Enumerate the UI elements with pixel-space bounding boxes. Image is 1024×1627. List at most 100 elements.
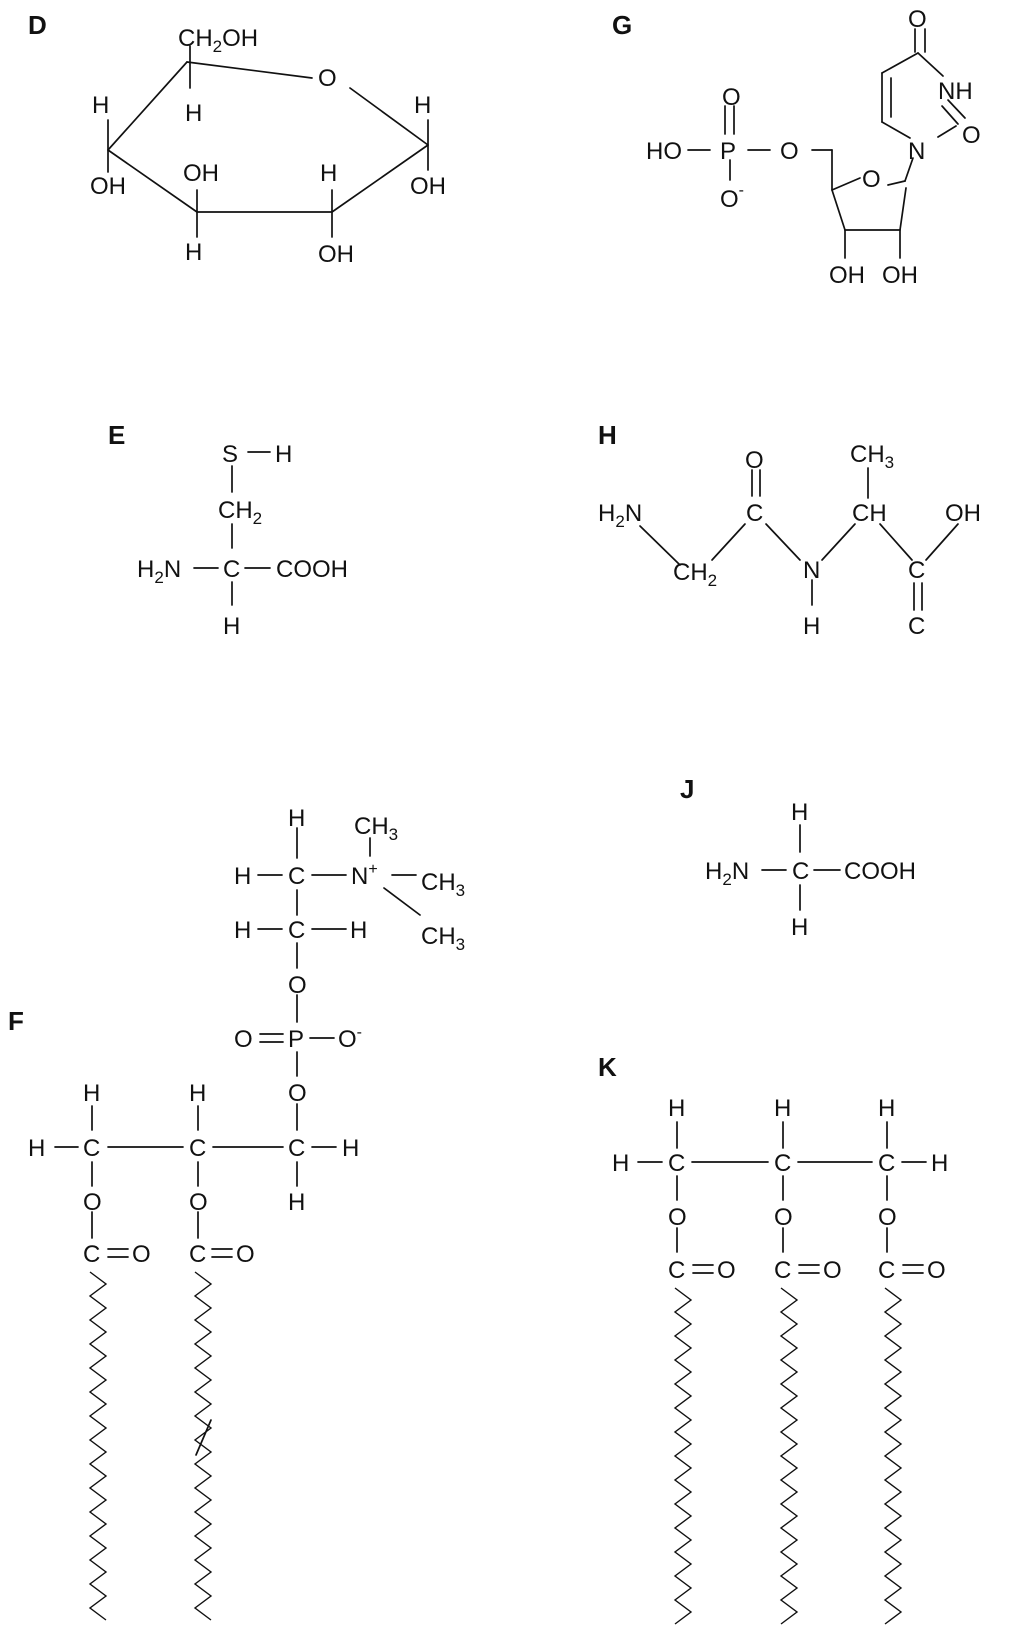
atom: COOH — [844, 858, 916, 885]
structure-k: K H H H H C C C H O O O C O C — [598, 1052, 948, 1625]
atom: C — [189, 1135, 206, 1162]
atom: O- — [720, 182, 744, 213]
fatty-acid-chain — [883, 1287, 903, 1625]
saturated-fatty-acid-chain — [88, 1271, 108, 1621]
ring-bond — [331, 144, 429, 213]
atom: OH — [183, 160, 219, 187]
atom: O — [318, 65, 337, 92]
bond — [879, 523, 913, 561]
atom: H — [234, 863, 251, 890]
atom: O — [132, 1241, 151, 1268]
atom: C — [746, 500, 763, 527]
atom: C — [774, 1150, 791, 1177]
atom: OH — [90, 173, 126, 200]
atom: H — [878, 1095, 895, 1122]
bond — [904, 157, 914, 182]
atom: H — [791, 799, 808, 826]
structure-g: G O NH O O HO P O O- — [612, 6, 981, 289]
atom: H — [791, 914, 808, 941]
atom: H — [350, 917, 367, 944]
atom: H — [612, 1150, 629, 1177]
atom: O — [774, 1204, 793, 1231]
atom: O — [717, 1257, 736, 1284]
atom: O — [288, 972, 307, 999]
atom: H2N — [705, 858, 749, 889]
bond — [887, 180, 906, 186]
atom: C — [908, 613, 925, 640]
bond — [941, 105, 959, 125]
atom: H — [803, 613, 820, 640]
atom: H — [668, 1095, 685, 1122]
bond — [925, 523, 959, 561]
ring-bond — [349, 87, 429, 146]
structure-j: J H H2N C COOH H — [680, 774, 916, 941]
bond — [639, 525, 681, 566]
atom: C — [83, 1241, 100, 1268]
label-e: E — [108, 420, 125, 450]
atom: O — [234, 1026, 253, 1053]
atom: H — [92, 92, 109, 119]
atom: N+ — [351, 861, 378, 890]
atom: O — [862, 166, 881, 193]
atom: H — [342, 1135, 359, 1162]
bond — [937, 125, 957, 138]
atom: O — [823, 1257, 842, 1284]
atom: H — [223, 613, 240, 640]
atom: CH2 — [673, 559, 717, 590]
structure-d: D CH2OH O H H H OH OH H OH H OH — [28, 10, 446, 268]
atom: CH2OH — [178, 25, 258, 56]
atom: O — [745, 447, 764, 474]
atom: H2N — [598, 500, 642, 531]
ring-bond — [107, 149, 198, 213]
atom: OH — [410, 173, 446, 200]
label-g: G — [612, 10, 632, 40]
atom: C — [223, 556, 240, 583]
fatty-acid-chain — [779, 1287, 799, 1625]
atom: P — [288, 1026, 304, 1053]
bond — [831, 177, 861, 191]
atom: C — [288, 863, 305, 890]
bond — [899, 187, 907, 231]
atom: CH3 — [850, 441, 894, 472]
atom: CH2 — [218, 497, 262, 528]
bond — [881, 121, 911, 139]
atom: C — [774, 1257, 791, 1284]
atom: O — [236, 1241, 255, 1268]
bond — [831, 189, 846, 231]
structure-e: E S H CH2 H2N C COOH H — [108, 420, 348, 640]
atom: C — [189, 1241, 206, 1268]
bond — [947, 99, 966, 119]
atom: O — [83, 1189, 102, 1216]
atom: OH — [945, 500, 981, 527]
atom: H — [83, 1080, 100, 1107]
atom: H — [288, 1189, 305, 1216]
atom: O — [722, 84, 741, 111]
structure-f: F H — [8, 805, 465, 1621]
atom: CH3 — [421, 869, 465, 900]
atom: N — [803, 557, 820, 584]
unsaturated-fatty-acid-chain — [193, 1271, 213, 1621]
bond — [711, 523, 746, 561]
atom: C — [878, 1257, 895, 1284]
atom: H — [288, 805, 305, 832]
atom: OH — [829, 262, 865, 289]
atom: C — [908, 557, 925, 584]
atom: H — [185, 100, 202, 127]
label-d: D — [28, 10, 47, 40]
atom: CH3 — [354, 813, 398, 844]
bond — [383, 887, 421, 916]
atom: C — [288, 1135, 305, 1162]
atom: COOH — [276, 556, 348, 583]
bond — [881, 52, 919, 74]
bond — [917, 52, 944, 77]
atom: H — [189, 1080, 206, 1107]
atom: O — [288, 1080, 307, 1107]
atom: C — [668, 1257, 685, 1284]
ring-bond — [186, 61, 313, 79]
atom: C — [83, 1135, 100, 1162]
atom: CH3 — [421, 923, 465, 954]
atom: H — [320, 160, 337, 187]
atom: C — [668, 1150, 685, 1177]
atom: O- — [338, 1024, 362, 1053]
